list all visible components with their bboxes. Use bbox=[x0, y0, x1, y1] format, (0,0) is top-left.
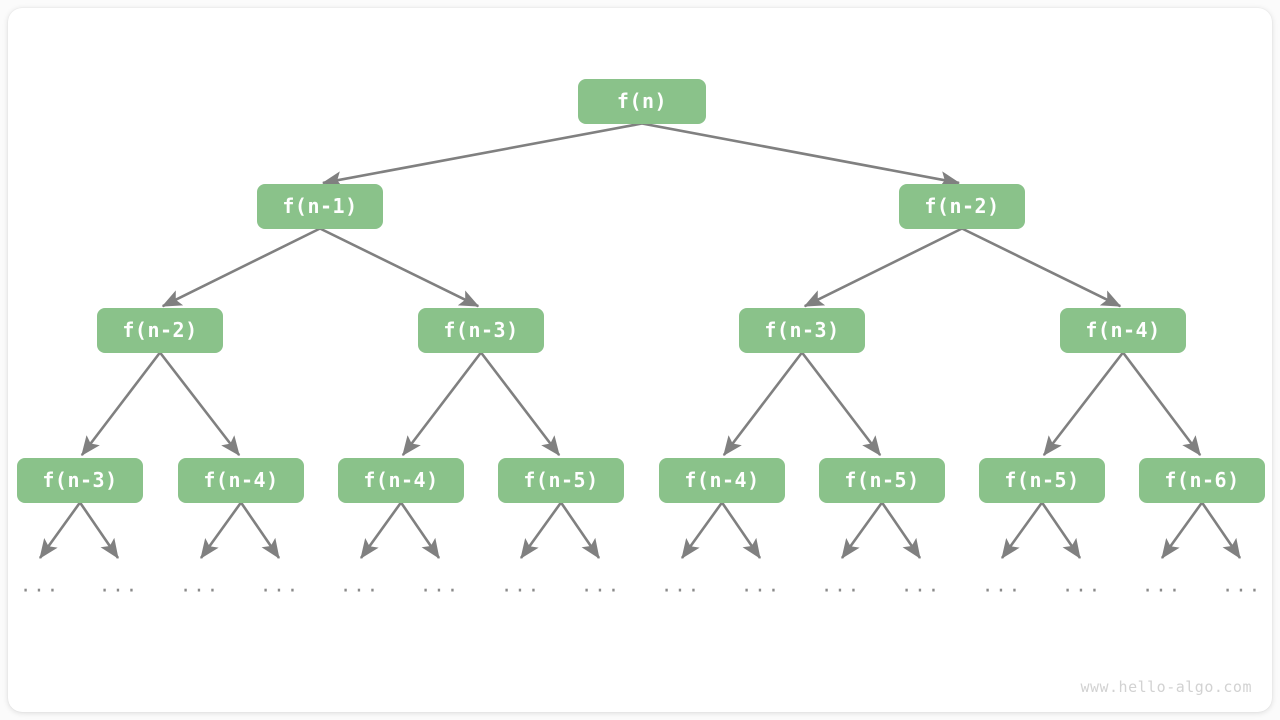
ellipsis-marker: ... bbox=[500, 574, 542, 597]
tree-node: f(n-5) bbox=[498, 457, 624, 503]
edge bbox=[161, 227, 321, 308]
tree-node: f(n) bbox=[578, 78, 706, 124]
edge bbox=[961, 227, 1122, 308]
edge bbox=[479, 351, 561, 456]
tree-node: f(n-5) bbox=[819, 457, 945, 503]
edge bbox=[641, 122, 961, 188]
edge bbox=[840, 501, 884, 559]
edge bbox=[80, 351, 162, 456]
edge bbox=[1200, 501, 1242, 559]
tree-node: f(n-5) bbox=[979, 457, 1105, 503]
edge bbox=[321, 122, 643, 188]
watermark: www.hello-algo.com bbox=[1080, 678, 1252, 696]
edge bbox=[158, 351, 241, 456]
edge bbox=[519, 501, 563, 559]
edge bbox=[359, 501, 403, 559]
tree-node: f(n-4) bbox=[178, 457, 304, 503]
tree-node: f(n-6) bbox=[1139, 457, 1265, 503]
tree-node: f(n-2) bbox=[899, 183, 1025, 229]
edge bbox=[401, 351, 483, 456]
edge bbox=[720, 501, 762, 559]
tree-node: f(n-2) bbox=[97, 307, 223, 353]
edge bbox=[1121, 351, 1202, 456]
ellipsis-marker: ... bbox=[98, 574, 140, 597]
edge bbox=[1160, 501, 1204, 559]
edge bbox=[880, 501, 922, 559]
ellipsis-marker: ... bbox=[740, 574, 782, 597]
diagram-stage: f(n) f(n-1) f(n-2) f(n-2) f(n-3) f(n-3) f(n-4)… bbox=[8, 8, 1272, 712]
edge bbox=[1040, 501, 1082, 559]
edge bbox=[319, 227, 480, 308]
tree-node: f(n-3) bbox=[17, 457, 143, 503]
edge bbox=[78, 501, 120, 559]
ellipsis-marker: ... bbox=[19, 574, 61, 597]
ellipsis-marker: ... bbox=[339, 574, 381, 597]
tree-node: f(n-3) bbox=[418, 307, 544, 353]
ellipsis-marker: ... bbox=[900, 574, 942, 597]
tree-node: f(n-4) bbox=[1060, 307, 1186, 353]
tree-node: f(n-4) bbox=[659, 457, 785, 503]
ellipsis-marker: ... bbox=[580, 574, 622, 597]
edge bbox=[800, 351, 882, 456]
ellipsis-marker: ... bbox=[981, 574, 1023, 597]
diagram-card: f(n) f(n-1) f(n-2) f(n-2) f(n-3) f(n-3) f(n-4)… bbox=[8, 8, 1272, 712]
ellipsis-marker: ... bbox=[419, 574, 461, 597]
tree-node: f(n-3) bbox=[739, 307, 865, 353]
tree-node: f(n-1) bbox=[257, 183, 383, 229]
edge bbox=[559, 501, 601, 559]
edge bbox=[722, 351, 804, 456]
leaf-edges bbox=[38, 501, 1242, 559]
edge bbox=[239, 501, 281, 559]
edge bbox=[1000, 501, 1044, 559]
ellipsis-marker: ... bbox=[179, 574, 221, 597]
ellipsis-marker: ... bbox=[1141, 574, 1183, 597]
tree-node: f(n-4) bbox=[338, 457, 464, 503]
ellipsis-marker: ... bbox=[1221, 574, 1263, 597]
edge bbox=[38, 501, 82, 559]
edge bbox=[803, 227, 963, 308]
ellipsis-marker: ... bbox=[259, 574, 301, 597]
edge bbox=[399, 501, 441, 559]
edge bbox=[1042, 351, 1125, 456]
ellipsis-marker: ... bbox=[1061, 574, 1103, 597]
ellipsis-marker: ... bbox=[820, 574, 862, 597]
edge bbox=[680, 501, 724, 559]
ellipsis-marker: ... bbox=[660, 574, 702, 597]
tree-edges bbox=[80, 122, 1202, 456]
edge bbox=[199, 501, 243, 559]
